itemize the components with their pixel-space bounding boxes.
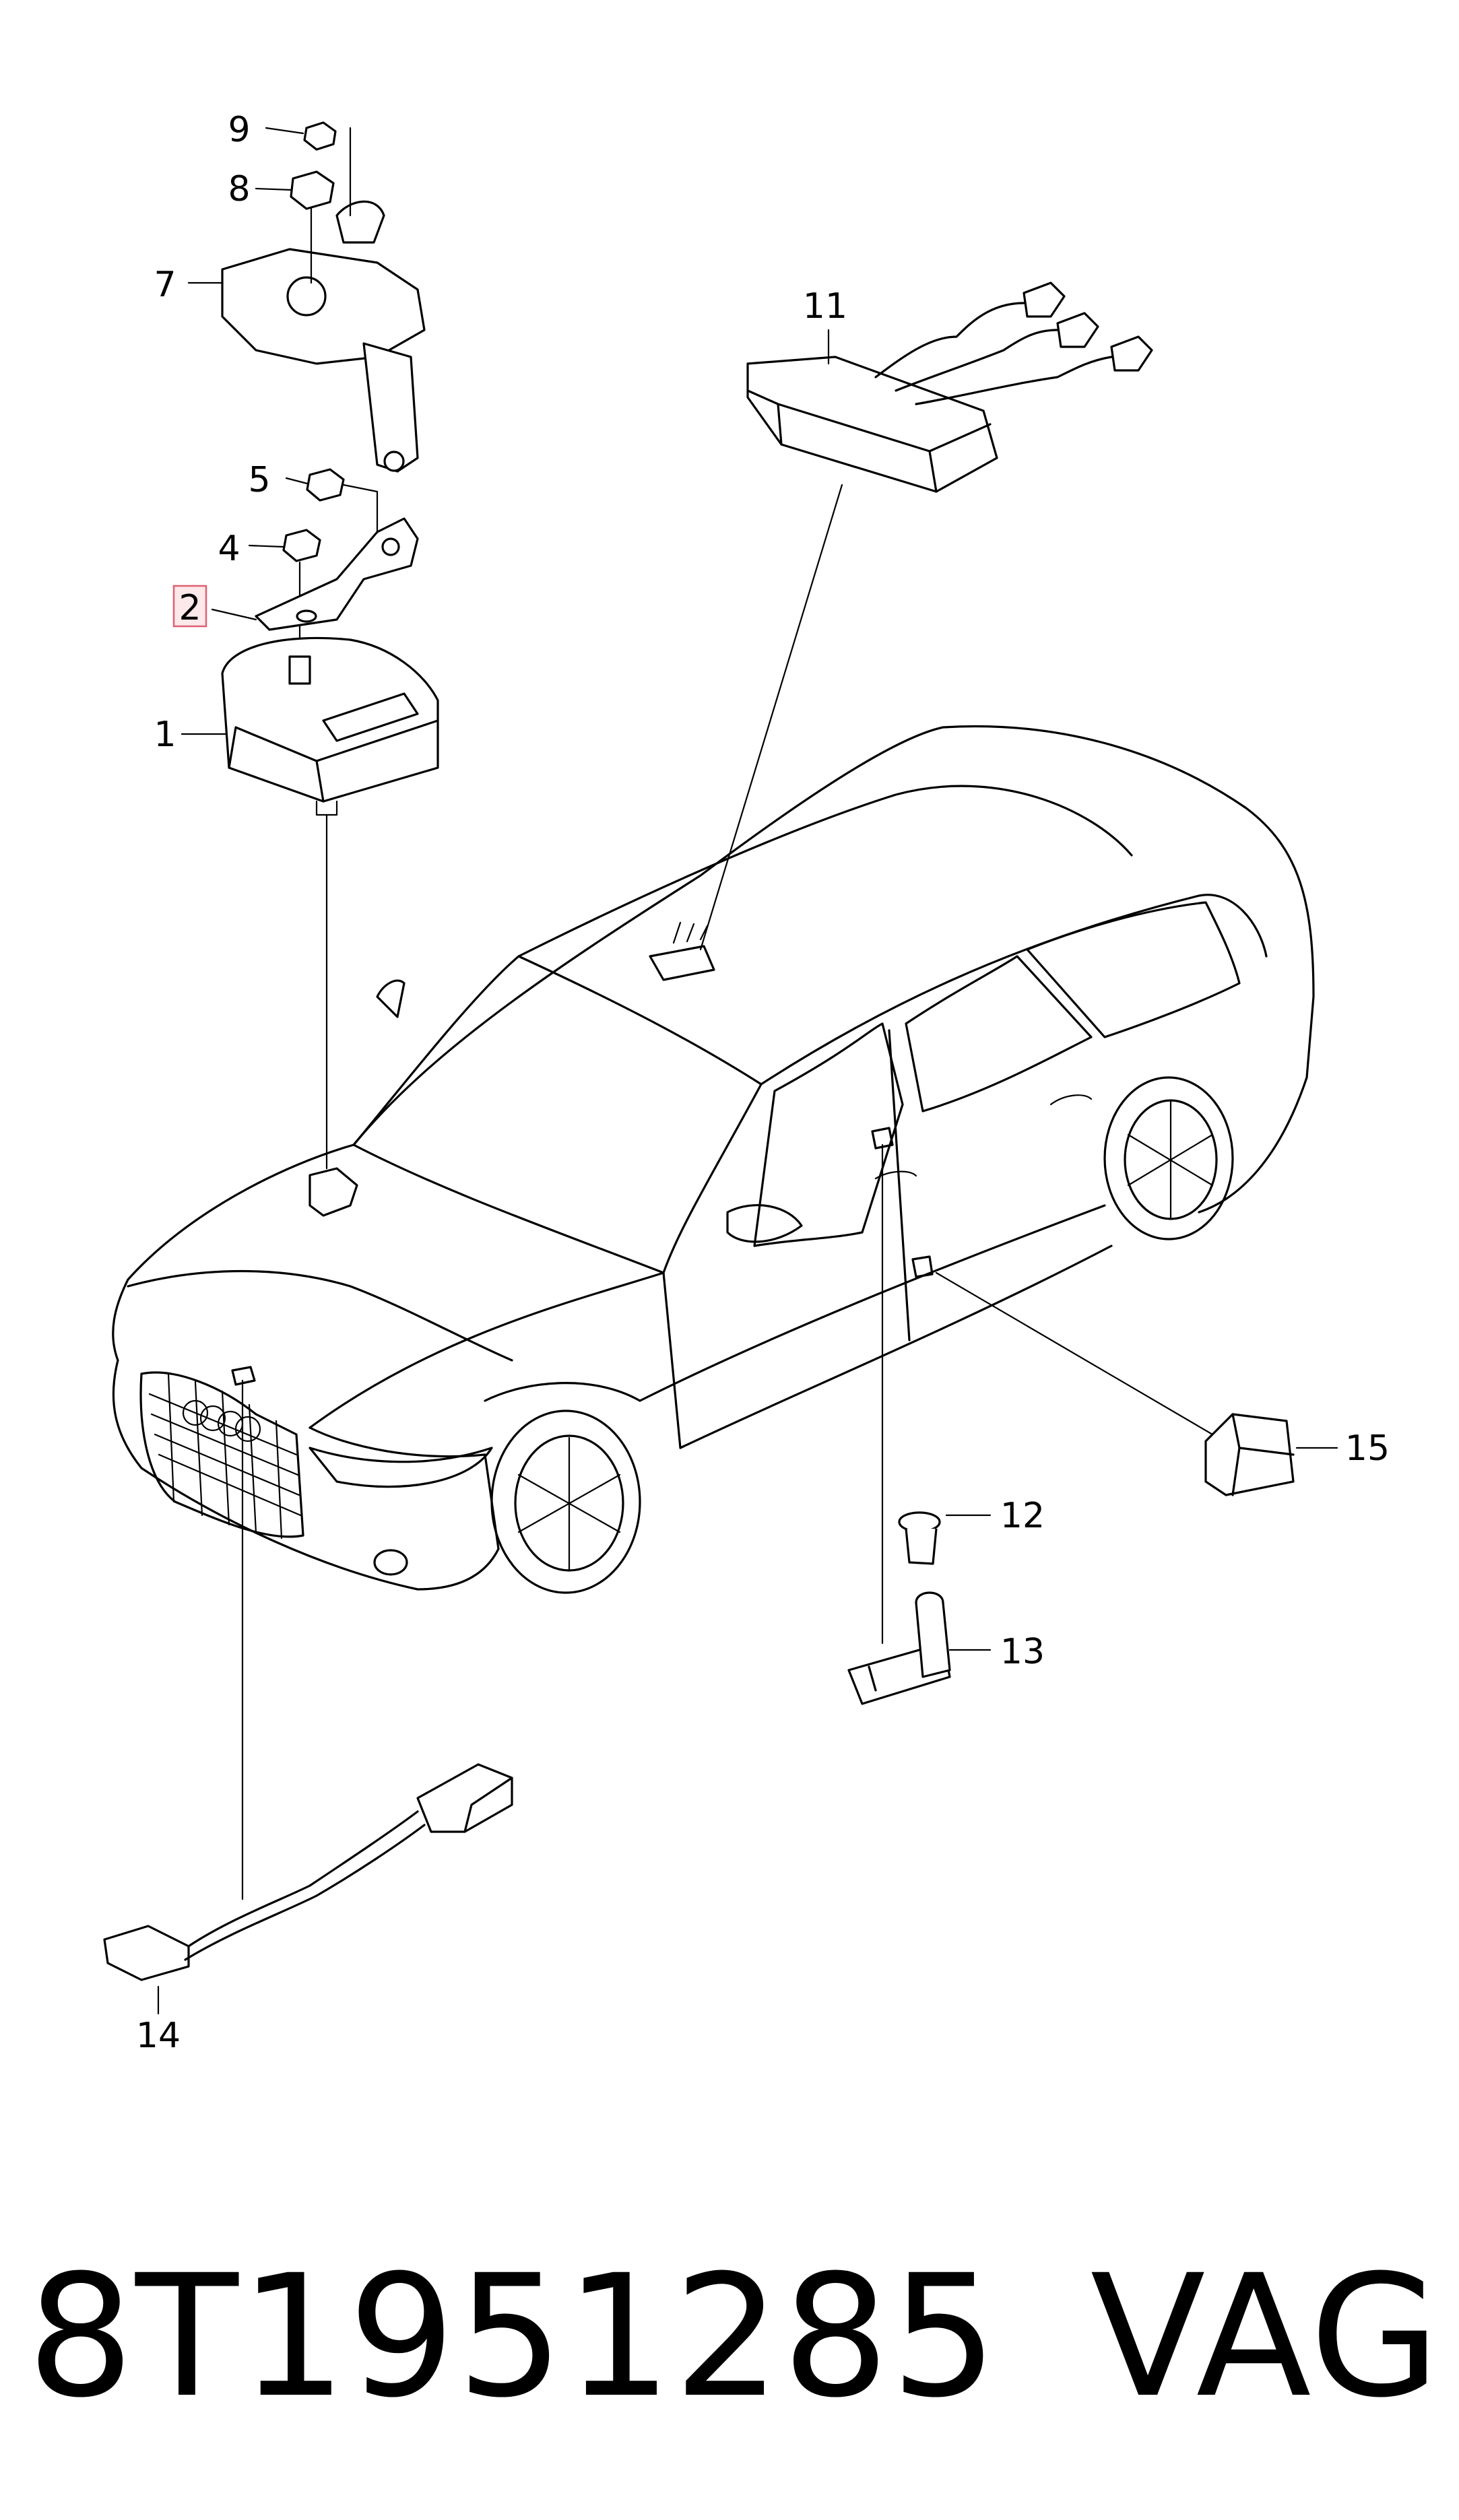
callout-14: 14 [136,2016,181,2056]
part-2-bracket [255,517,419,631]
part-9-nut [303,121,385,244]
part-number-footer: 8T1951285 VAG [27,2236,1441,2438]
part-number: 8T1951285 [27,2239,1000,2434]
callout-5: 5 [248,460,270,500]
callout-9: 9 [228,110,250,150]
leader-lines [157,127,1338,2015]
brand-label: VAG [1090,2239,1441,2434]
parts-diagram: 9 8 7 5 4 2 1 11 12 13 14 15 [103,110,1390,2056]
part-14-harness [103,1366,513,1981]
callout-8: 8 [228,169,250,209]
callout-2-highlight [172,585,207,628]
part-8-nut [290,170,335,284]
callout-labels: 9 8 7 5 4 2 1 11 12 13 14 15 [136,110,1390,2056]
callout-2: 2 [179,588,201,628]
callout-11: 11 [803,286,847,327]
callout-12: 12 [1000,1496,1045,1536]
part-11-module [649,281,1153,981]
part-13-sensor [847,1127,951,1705]
part-12-clip [898,1511,941,1565]
part-15-switch [911,1255,1295,1496]
callout-7: 7 [154,265,176,305]
car-illustration [112,725,1315,1594]
part-7-bracket [221,248,426,473]
callout-15: 15 [1345,1428,1390,1469]
callout-13: 13 [1000,1632,1045,1672]
part-1-control-unit [221,636,439,1217]
part-5-nut [306,468,345,502]
callout-4: 4 [218,529,240,569]
callout-1: 1 [154,715,176,755]
